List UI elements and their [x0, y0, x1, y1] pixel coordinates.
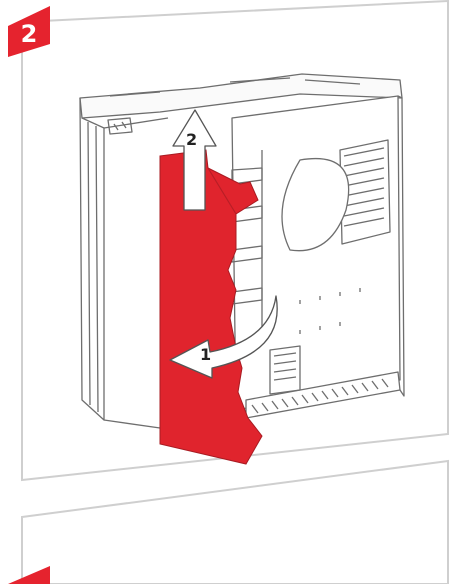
next-step-panel-frame: [22, 461, 448, 584]
arrow-label-1: 1: [200, 345, 211, 364]
arrow-label-2: 2: [186, 130, 197, 149]
step-badge-number: 2: [14, 22, 44, 46]
